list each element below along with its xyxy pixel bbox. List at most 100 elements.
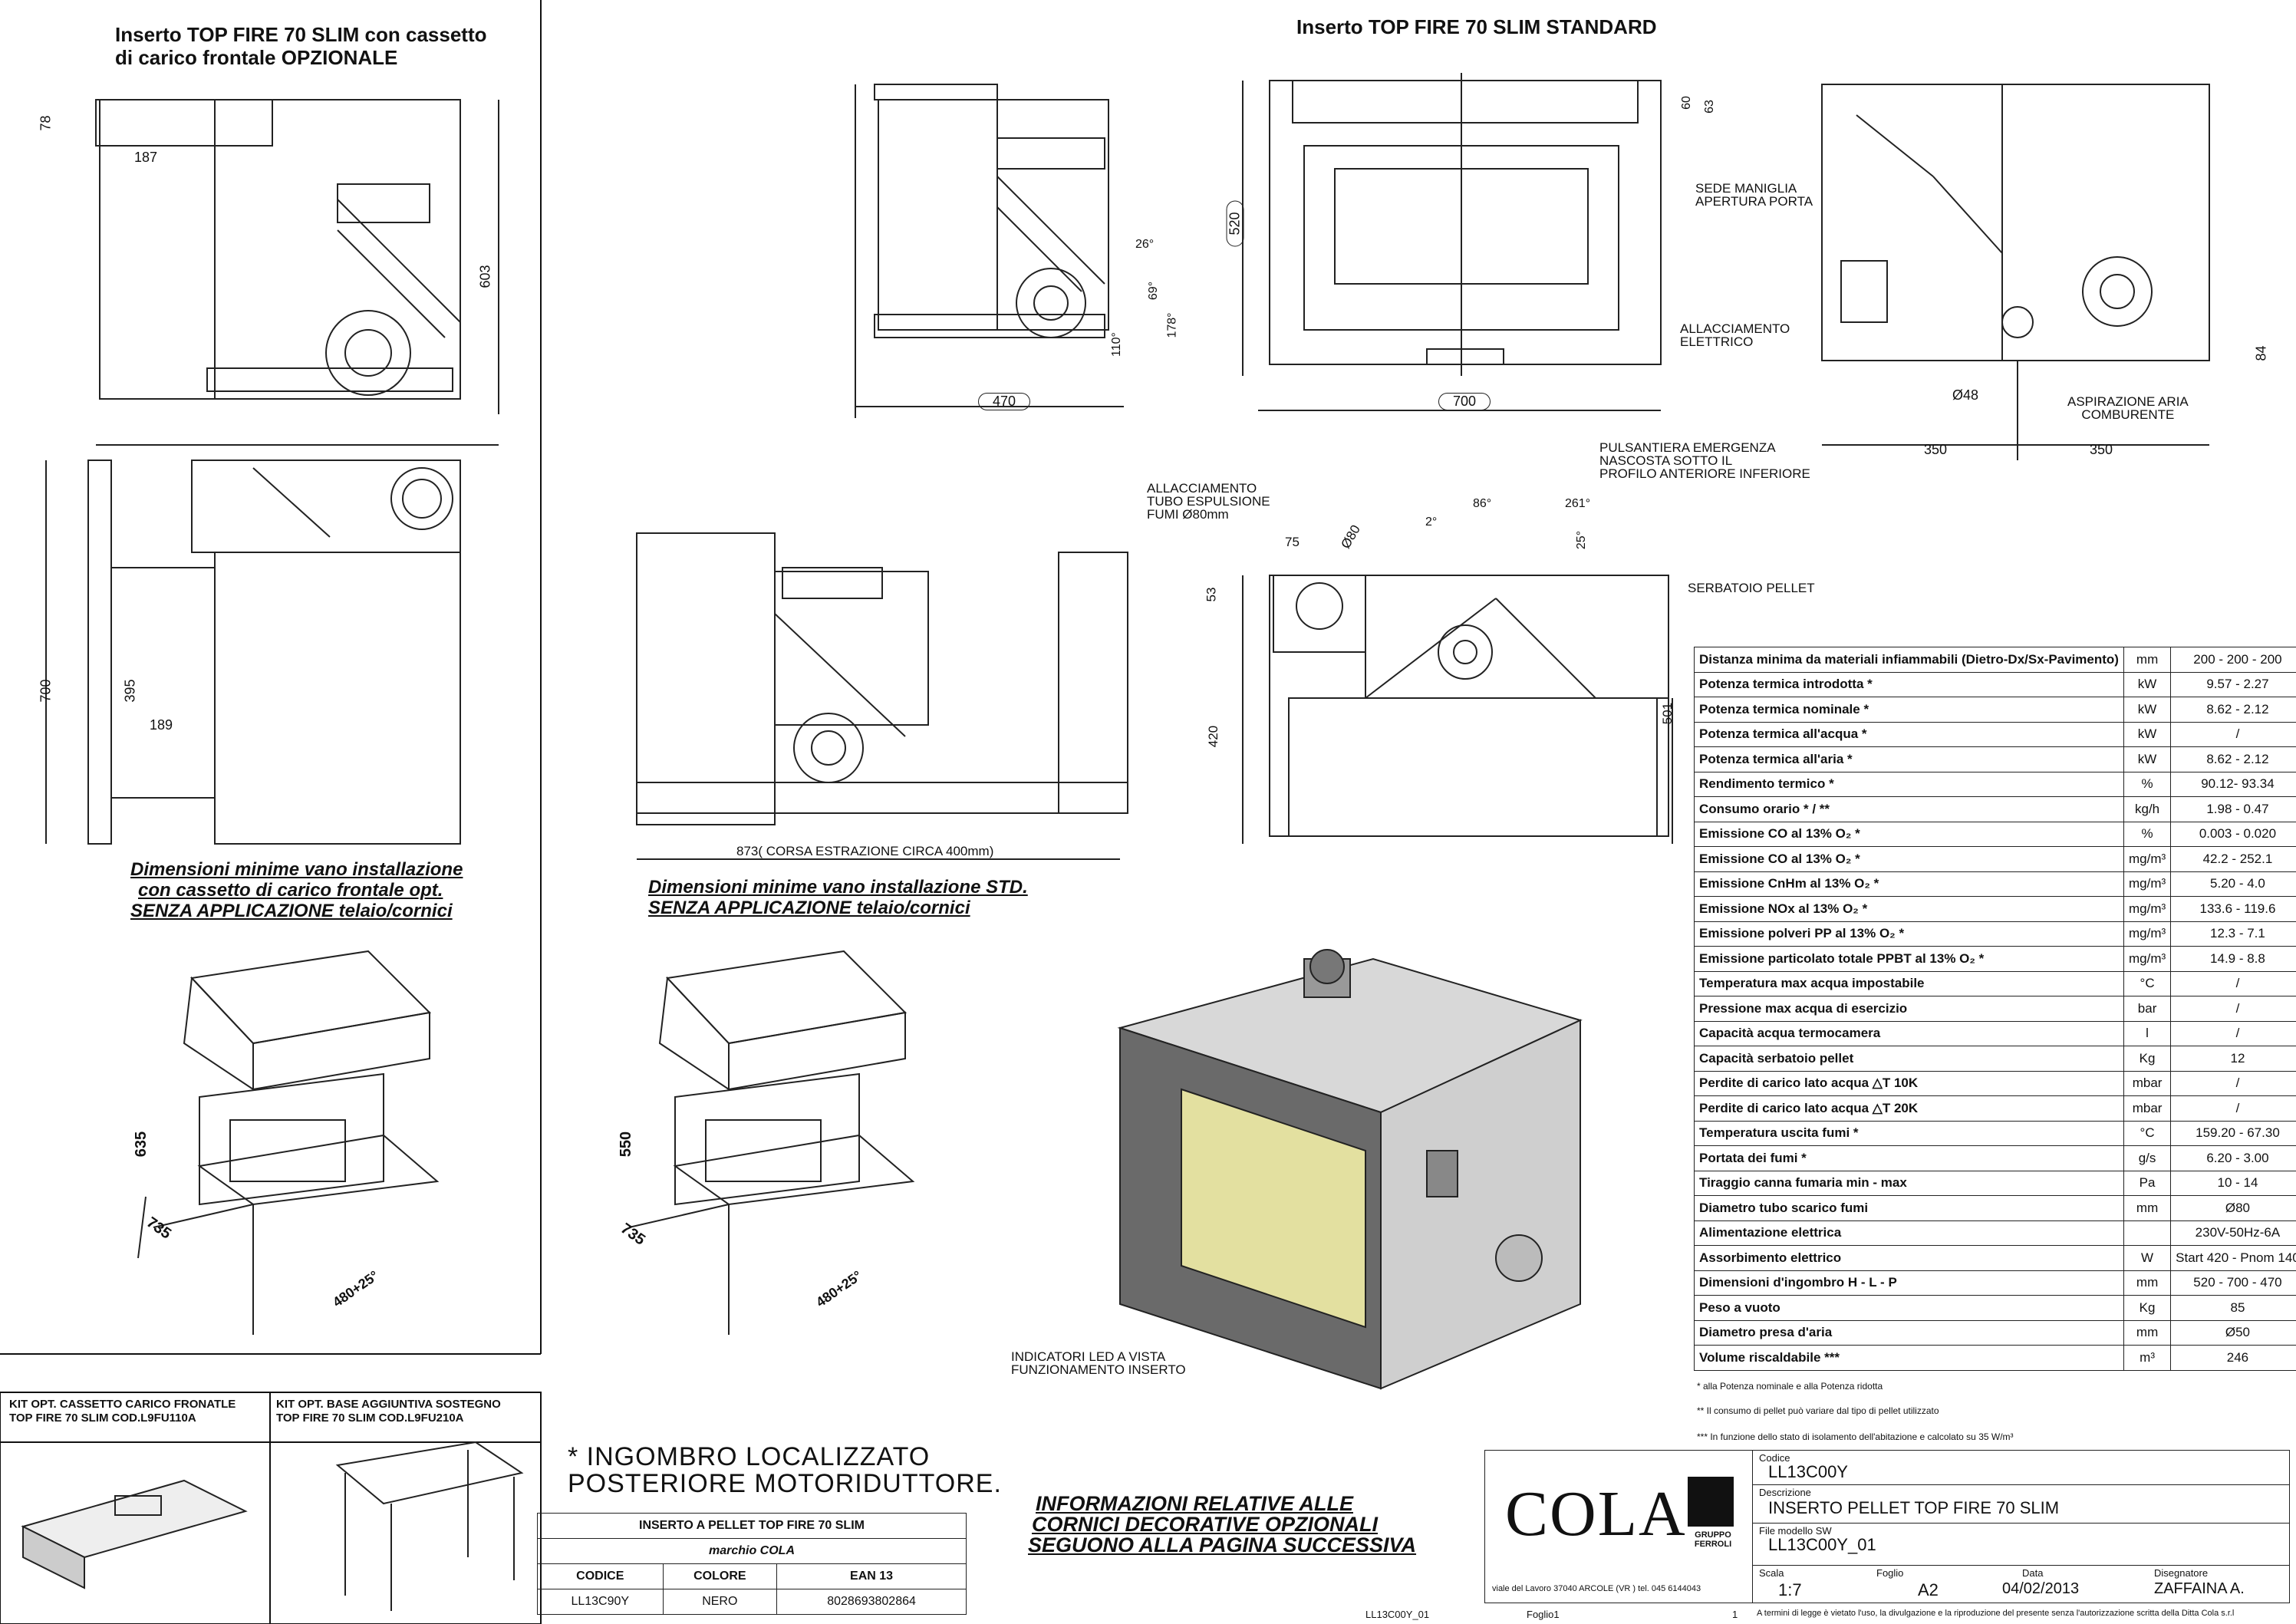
spec-cell-v: 5.20 - 4.0 (2170, 871, 2296, 897)
spec-cell-v: 200 - 200 - 200 (2170, 647, 2296, 673)
title-standard: Inserto TOP FIRE 70 SLIM STANDARD (1296, 15, 1657, 38)
section-optional-2: con cassetto di carico frontale opt. (138, 880, 443, 901)
product-brand: marchio COLA (537, 1538, 967, 1564)
spec-row: Potenza termica all'acqua *kW/ (1694, 721, 2296, 747)
tb-scala: 1:7 (1778, 1580, 1802, 1599)
spec-cell-v: 14.9 - 8.8 (2170, 946, 2296, 972)
dim-25: 25° (1575, 530, 1589, 550)
spec-cell-p: Distanza minima da materiali infiammabil… (1694, 647, 2124, 673)
spec-cell-v: 8.62 - 2.12 (2170, 746, 2296, 772)
ferroli-label: GRUPPO FERROLI (1694, 1530, 1732, 1549)
spec-row: Emissione particolato totale PPBT al 13%… (1694, 946, 2296, 972)
note-ingombro-1: * INGOMBRO LOCALIZZATO (568, 1442, 931, 1471)
dim-470: 470 (978, 393, 1031, 410)
spec-cell-u: m³ (2123, 1345, 2172, 1371)
spec-cell-v: 159.20 - 67.30 (2170, 1120, 2296, 1146)
tb-data: 04/02/2013 (2002, 1580, 2080, 1597)
spec-cell-v: Start 420 - Pnom 140 (2170, 1245, 2296, 1271)
spec-cell-p: Temperatura max acqua impostabile (1694, 970, 2124, 996)
spec-cell-u: °C (2123, 1120, 2172, 1146)
legal-notice: A termini di legge è vietato l'uso, la d… (1757, 1609, 2235, 1618)
dim-110: 110° (1109, 332, 1123, 357)
spec-cell-u: kW (2123, 721, 2172, 747)
front-view-standard (1242, 73, 1662, 411)
spec-cell-u: kW (2123, 746, 2172, 772)
spec-cell-u: kg/h (2123, 796, 2172, 822)
spec-cell-u (2123, 1220, 2172, 1246)
spec-cell-u: mg/m³ (2123, 946, 2172, 972)
spec-cell-p: Temperatura uscita fumi * (1694, 1120, 2124, 1146)
product-h-codice: CODICE (537, 1563, 664, 1589)
dim-550: 550 (618, 1131, 635, 1158)
spec-cell-p: Perdite di carico lato acqua △T 20K (1694, 1095, 2124, 1122)
section-std-1: Dimensioni minime vano installazione STD… (648, 877, 1028, 898)
spec-cell-v: Ø50 (2170, 1319, 2296, 1346)
dim-53: 53 (1204, 587, 1219, 602)
spec-cell-u: °C (2123, 970, 2172, 996)
top-view-standard (1242, 575, 1673, 844)
dim-700-front: 700 (1438, 393, 1491, 410)
tb-divider-1 (1753, 1484, 2290, 1485)
spec-cell-p: Emissione CO al 13% O₂ * (1694, 821, 2124, 847)
spec-row: Distanza minima da materiali infiammabil… (1694, 647, 2296, 673)
spec-cell-u: mm (2123, 1319, 2172, 1346)
dim-501: 501 (1660, 702, 1675, 725)
product-colore: NERO (662, 1589, 778, 1615)
side-view-right (1821, 84, 2210, 460)
footnote-3: *** In funzione dello stato di isolament… (1697, 1431, 2014, 1442)
spec-cell-u: W (2123, 1245, 2172, 1271)
dim-635: 635 (133, 1131, 150, 1158)
spec-cell-v: 246 (2170, 1345, 2296, 1371)
spec-cell-p: Potenza termica introdotta * (1694, 671, 2124, 697)
dim-187: 187 (134, 150, 158, 165)
niche-standard (628, 950, 915, 1335)
spec-cell-p: Tiraggio canna fumaria min - max (1694, 1170, 2124, 1196)
tb-dis: ZAFFAINA A. (2154, 1580, 2245, 1597)
tb-label-dis: Disegnatore (2154, 1567, 2209, 1579)
spec-cell-v: 85 (2170, 1295, 2296, 1321)
footnote-2: ** Il consumo di pellet può variare dal … (1697, 1405, 1939, 1416)
product-table: INSERTO A PELLET TOP FIRE 70 SLIM marchi… (537, 1513, 967, 1615)
spec-cell-u: mbar (2123, 1070, 2172, 1096)
spec-cell-p: Diametro tubo scarico fumi (1694, 1195, 2124, 1221)
tb-label-codice: Codice (1759, 1452, 1790, 1464)
spec-cell-v: Ø80 (2170, 1195, 2296, 1221)
spec-cell-u: % (2123, 771, 2172, 797)
spec-cell-u: kW (2123, 671, 2172, 697)
note-info-2: CORNICI DECORATIVE OPZIONALI (1032, 1513, 1379, 1536)
title-optional-1: Inserto TOP FIRE 70 SLIM con cassetto (115, 23, 487, 46)
spec-cell-p: Emissione particolato totale PPBT al 13%… (1694, 946, 2124, 972)
spec-cell-p: Capacità serbatoio pellet (1694, 1046, 2124, 1072)
dim-2: 2° (1425, 516, 1438, 529)
spec-row: Emissione CO al 13% O₂ *%0.003 - 0.020 (1694, 821, 2296, 847)
spec-cell-u: mg/m³ (2123, 921, 2172, 947)
install-view-standard (636, 532, 1128, 860)
dim-189: 189 (150, 717, 173, 733)
dim-350-a: 350 (1924, 442, 1948, 457)
dim-700: 700 (38, 679, 54, 703)
spec-cell-v: / (2170, 970, 2296, 996)
spec-cell-p: Volume riscaldabile *** (1694, 1345, 2124, 1371)
spec-row: Rendimento termico *%90.12- 93.34 (1694, 771, 2296, 797)
spec-cell-u: % (2123, 821, 2172, 847)
spec-cell-v: 9.57 - 2.27 (2170, 671, 2296, 697)
spec-table: Distanza minima da materiali infiammabil… (1694, 647, 2296, 1371)
